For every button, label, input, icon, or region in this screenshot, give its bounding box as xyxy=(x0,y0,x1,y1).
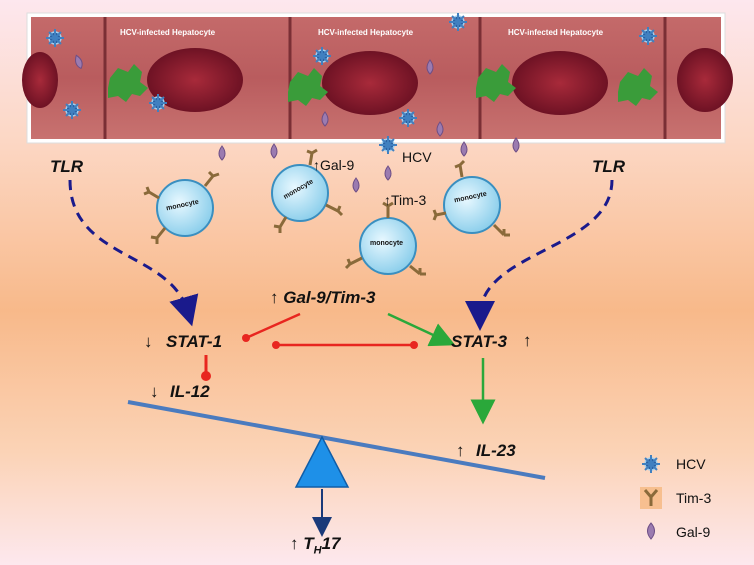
legend-hcv-label: HCV xyxy=(676,456,706,472)
th17-number: 17 xyxy=(321,534,341,553)
il12-label: IL-12 xyxy=(170,382,210,401)
nucleus xyxy=(677,48,733,112)
gal9-increase-label: ↑Gal-9 xyxy=(313,157,355,173)
nucleus xyxy=(322,51,418,115)
gal9-tim3-inhibits-stat1 xyxy=(245,312,301,340)
tlr-right-label: TLR xyxy=(592,157,626,176)
nucleus xyxy=(512,51,608,115)
th17-arrow-symbol: ↑ xyxy=(290,534,299,553)
legend-tim3-label: Tim-3 xyxy=(676,490,712,506)
th17-t: T xyxy=(303,534,314,553)
seesaw-fulcrum xyxy=(294,435,350,488)
hcv-virus-icon xyxy=(642,455,660,473)
stat1-label: STAT-1 xyxy=(166,332,223,351)
stat1-arrow: ↓ xyxy=(144,332,153,351)
hepatocyte-label-1: HCV-infected Hepatocyte xyxy=(120,28,216,37)
gal9-drop-group xyxy=(75,54,520,193)
hepatocyte-banner xyxy=(22,12,733,144)
gal9-drop-icon xyxy=(647,522,655,540)
monocyte-label: monocyte xyxy=(370,240,404,247)
th17-label: ↑ TH17 xyxy=(290,534,341,556)
il23-arrow: ↑ xyxy=(456,441,465,460)
tlr-left-path xyxy=(68,179,199,327)
gal9-tim3-label: ↑ Gal-9/Tim-3 xyxy=(270,288,376,307)
th17-subscript: H xyxy=(313,544,322,557)
il23-label: IL-23 xyxy=(476,441,516,460)
monocyte-cells xyxy=(143,148,510,276)
stat3-label: STAT-3 xyxy=(451,332,508,351)
il12-arrow: ↓ xyxy=(150,382,159,401)
legend-gal9-label: Gal-9 xyxy=(676,524,711,540)
gal9-tim3-activates-stat3 xyxy=(387,312,456,347)
seesaw-beam xyxy=(127,400,546,480)
tlr-left-label: TLR xyxy=(50,157,84,176)
hcv-label: HCV xyxy=(402,149,432,165)
hepatocyte-label-2: HCV-infected Hepatocyte xyxy=(318,28,414,37)
tim3-receptor-icon xyxy=(640,487,662,509)
tim3-increase-label: ↑Tim-3 xyxy=(384,192,427,208)
tlr-right-path xyxy=(465,179,614,331)
nucleus xyxy=(147,48,243,112)
hcv-virus-group xyxy=(46,13,657,154)
nucleus xyxy=(22,52,58,108)
hepatocyte-label-3: HCV-infected Hepatocyte xyxy=(508,28,604,37)
stat3-arrow: ↑ xyxy=(523,331,532,350)
